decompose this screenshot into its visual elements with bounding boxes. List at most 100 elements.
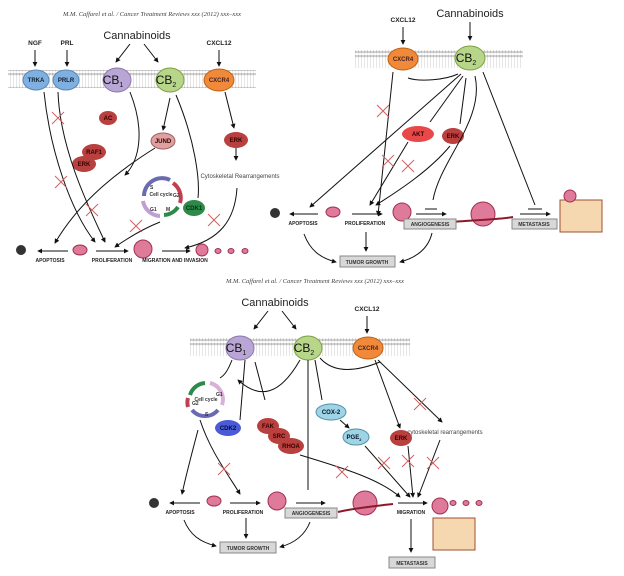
receptor-cxcr4-c: [352, 336, 384, 360]
ligand-cxcl12-c: CXCL12: [355, 306, 380, 313]
outcome-proliferation: PROLIFERATION: [92, 258, 133, 264]
phase-g1: G1: [150, 207, 157, 213]
ligand-prl: PRL: [61, 40, 74, 47]
phase-m: M: [166, 207, 170, 213]
box-tumor-growth-c: [219, 541, 277, 554]
cell-icon: [72, 244, 88, 256]
node-pge2: [342, 428, 370, 446]
migrating-cells-icon: [195, 243, 209, 257]
node-erk-label: ERK: [78, 162, 91, 168]
box-angiogenesis-b-label: ANGIOGENESIS: [411, 222, 450, 228]
ligand-ngf: NGF: [28, 40, 42, 47]
node-erk-c: [390, 430, 412, 446]
phase-g1-c: G1: [216, 392, 223, 398]
cell-membrane-b: [355, 50, 523, 68]
node-jund: [150, 132, 176, 150]
node-src-label: SRC: [273, 434, 286, 440]
cell-cluster-icon: [133, 239, 153, 259]
box-angiogenesis-b: [403, 218, 457, 230]
node-akt: [402, 126, 434, 142]
receptor-cb1: [102, 67, 132, 93]
receptor-cb2-b-label: CB2: [456, 51, 477, 67]
box-tumor-growth-b-label: TUMOR GROWTH: [346, 260, 389, 266]
cytoskeletal-text: Cytoskeletal Rearrangements: [200, 174, 279, 180]
panel-b: CXCL12 Cannabinoids CXCR4 CB2 AKT ERK: [270, 8, 603, 268]
outcome-proliferation-b: PROLIFERATION: [345, 221, 386, 227]
node-rhoa-label: RHOA: [282, 444, 300, 450]
node-cox2-label: COX-2: [322, 410, 341, 416]
receptor-cxcr4-b-label: CXCR4: [393, 57, 414, 63]
node-erk-2: [224, 132, 248, 148]
panel-a: M.M. Caffarel et al. / Cancer Treatment …: [8, 11, 280, 264]
metastasis-vessel-icon: [559, 199, 603, 233]
cell-icon-b: [325, 206, 341, 218]
node-cdk1-label: CDK1: [186, 206, 203, 212]
phase-s: S: [150, 185, 154, 191]
receptor-cxcr4-label: CXCR4: [209, 78, 230, 84]
outcome-apoptosis-c: APOPTOSIS: [165, 510, 195, 516]
cell-cycle-a: Cell cycle S G2 M G1: [141, 176, 183, 218]
node-raf1-label: RAF1: [86, 150, 102, 156]
box-angiogenesis-c-label: ANGIOGENESIS: [292, 511, 331, 517]
phase-s-c: S: [205, 412, 209, 418]
node-erk-b-label: ERK: [447, 134, 460, 140]
ligand-cannabinoids: Cannabinoids: [103, 30, 171, 42]
tumor-vessel-icon: [470, 201, 496, 227]
box-metastasis-c-label: METASTASIS: [396, 561, 428, 567]
box-tumor-growth-c-label: TUMOR GROWTH: [227, 546, 270, 552]
ligand-cannabinoids-c: Cannabinoids: [241, 297, 309, 309]
node-erk: [72, 156, 96, 172]
receptor-cb2-b: [454, 45, 486, 71]
outcome-migration-c: MIGRATION: [397, 510, 426, 516]
metastasis-vessel-icon-c: [432, 517, 476, 551]
node-erk-c-label: ERK: [395, 436, 408, 442]
cell-cycle-label-c: Cell cycle: [194, 397, 217, 403]
receptor-trka: [22, 69, 50, 91]
ligand-cxcl12-b: CXCL12: [391, 17, 416, 24]
phase-g2-c: G2: [192, 401, 199, 407]
node-cox2: [315, 403, 347, 421]
dead-cell-icon-c: [149, 498, 159, 508]
phase-g2: G2: [173, 193, 180, 199]
receptor-cb1-c-label: CB1: [226, 341, 247, 357]
panel-c: M.M. Caffarel et al. / Cancer Treatment …: [149, 278, 483, 569]
receptor-cxcr4-c-label: CXCR4: [358, 346, 379, 352]
node-ac: [99, 111, 117, 125]
node-cdk2: [215, 420, 241, 436]
outcome-migration-invasion: MIGRATION AND INVASION: [142, 258, 208, 264]
dead-cell-icon-b: [270, 208, 280, 218]
receptor-cxcr4: [203, 68, 235, 92]
cell-cycle-label: Cell cycle: [149, 192, 172, 198]
node-raf1: [82, 144, 106, 160]
node-jund-label: JUND: [155, 139, 172, 145]
node-fak-label: FAK: [262, 424, 275, 430]
receptor-prlr-label: PRLR: [58, 78, 75, 84]
node-ac-label: AC: [104, 116, 113, 122]
cytoskeletal-text-c: cytoskeletal rearrangements: [407, 430, 482, 436]
migrating-cells-icon-c: [431, 497, 449, 515]
box-tumor-growth-b: [339, 255, 396, 268]
ligand-cxcl12: CXCL12: [207, 40, 232, 47]
box-metastasis-c: [388, 556, 436, 569]
cell-cycle-c: Cell cycle G1 S G2: [185, 381, 225, 418]
node-cdk2-label: CDK2: [220, 426, 237, 432]
receptor-cxcr4-b: [387, 47, 419, 71]
receptor-cb2: [155, 67, 185, 93]
dead-cell-icon: [16, 245, 26, 255]
node-cdk1: [183, 200, 205, 216]
tumor-vessel-icon-c: [352, 490, 378, 516]
ligand-cannabinoids-b: Cannabinoids: [436, 8, 504, 20]
cell-cluster-icon-c: [267, 491, 287, 511]
outcome-proliferation-c: PROLIFERATION: [223, 510, 264, 516]
node-rhoa: [278, 438, 304, 454]
box-metastasis-b: [511, 218, 558, 230]
node-akt-label: AKT: [412, 132, 425, 138]
receptor-cb1-label: CB1: [103, 73, 124, 89]
receptor-prlr: [52, 69, 80, 91]
outcome-apoptosis-b: APOPTOSIS: [288, 221, 318, 227]
cell-icon-c: [206, 495, 222, 507]
receptor-cb2-label: CB2: [156, 73, 177, 89]
receptor-cb1-c: [225, 335, 255, 361]
outcome-apoptosis: APOPTOSIS: [35, 258, 65, 264]
